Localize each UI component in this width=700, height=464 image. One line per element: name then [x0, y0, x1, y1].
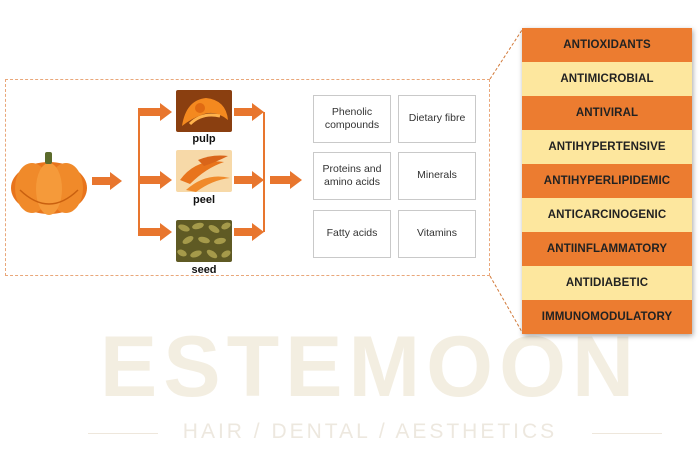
- arrow-to-peel-icon: [138, 171, 172, 189]
- bioactivity-list: ANTIOXIDANTS ANTIMICROBIAL ANTIVIRAL ANT…: [522, 28, 692, 334]
- pumpkin-pulp-icon: [176, 90, 232, 132]
- part-label-pulp: pulp: [192, 133, 216, 145]
- watermark-tagline: HAIR / DENTAL / AESTHETICS: [182, 420, 558, 443]
- activity-antidiabetic: ANTIDIABETIC: [522, 266, 692, 300]
- watermark-logo-text: ESTEMOON: [99, 319, 641, 415]
- pumpkin-icon: [11, 152, 87, 215]
- composition-box: [5, 79, 490, 276]
- part-label-peel: peel: [192, 194, 215, 206]
- activity-antimicrobial: ANTIMICROBIAL: [522, 62, 692, 96]
- arrow-to-seed-icon: [138, 223, 172, 241]
- activity-antihypertensive: ANTIHYPERTENSIVE: [522, 130, 692, 164]
- watermark-divider-left: [88, 433, 158, 434]
- arrow-to-pulp-icon: [138, 103, 172, 121]
- activity-antioxidants: ANTIOXIDANTS: [522, 28, 692, 62]
- compound-box-dietary-fibre: Dietary fibre: [398, 95, 476, 143]
- pumpkin-peel-icon: [176, 150, 232, 192]
- activity-immunomodulatory: IMMUNOMODULATORY: [522, 300, 692, 334]
- compound-box-vitamins: Vitamins: [398, 210, 476, 258]
- compound-box-minerals: Minerals: [398, 152, 476, 200]
- pumpkin-seeds-icon: [176, 220, 232, 262]
- activity-antiviral: ANTIVIRAL: [522, 96, 692, 130]
- compound-box-fatty-acids: Fatty acids: [313, 210, 391, 258]
- branch-bracket: [138, 112, 140, 232]
- activity-anticarcinogenic: ANTICARCINOGENIC: [522, 198, 692, 232]
- arrow-to-compounds-icon: [270, 171, 302, 189]
- activity-antihyperlipidemic: ANTIHYPERLIPIDEMIC: [522, 164, 692, 198]
- part-label-seed: seed: [191, 264, 217, 276]
- merge-bracket: [263, 112, 265, 232]
- compound-box-phenolic: Phenolic compounds: [313, 95, 391, 143]
- watermark-divider-right: [592, 433, 662, 434]
- arrow-from-seed-icon: [234, 223, 264, 241]
- activity-antiinflammatory: ANTIINFLAMMATORY: [522, 232, 692, 266]
- compound-box-proteins: Proteins and amino acids: [313, 152, 391, 200]
- arrow-from-peel-icon: [234, 171, 264, 189]
- arrow-pumpkin-icon: [92, 172, 122, 190]
- arrow-from-pulp-icon: [234, 103, 264, 121]
